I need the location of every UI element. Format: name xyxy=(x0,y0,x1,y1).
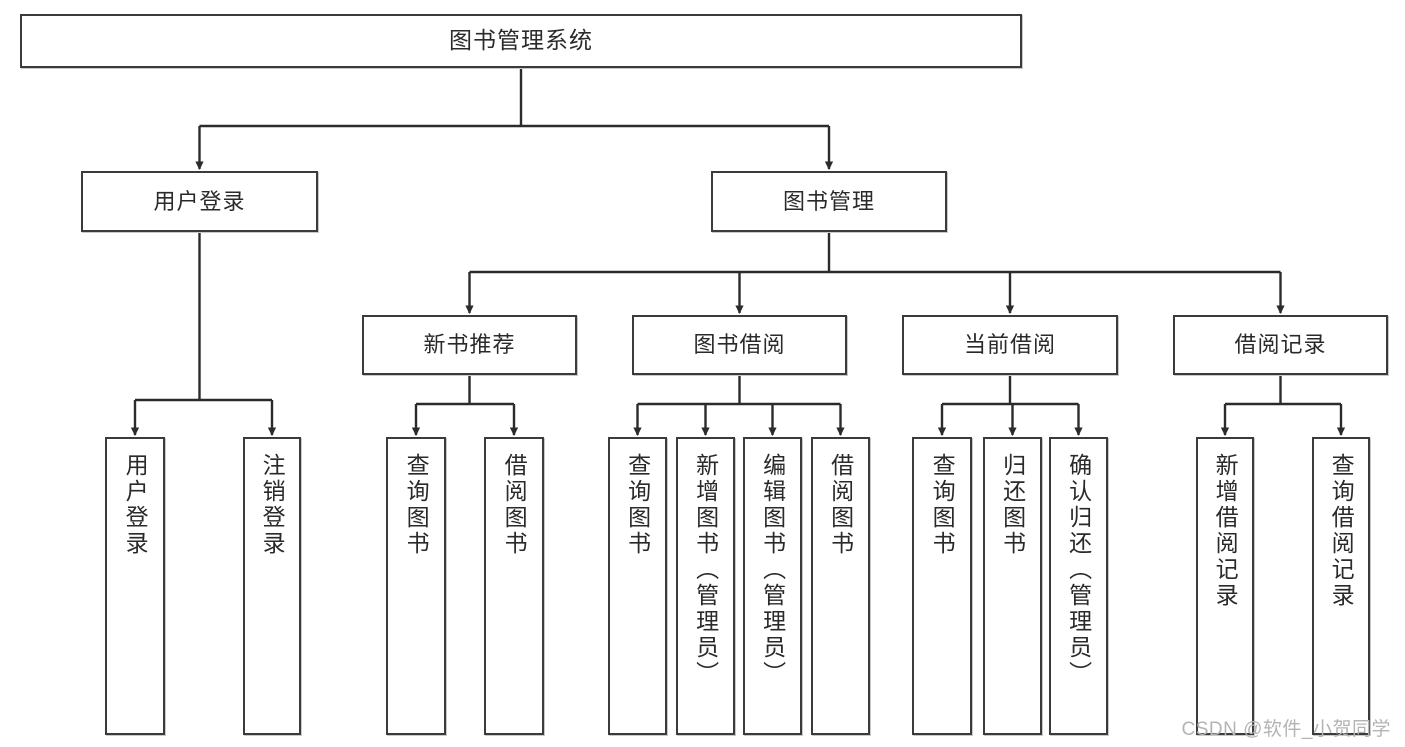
watermark-text: CSDN @软件_小贺同学 xyxy=(1181,719,1391,740)
node-label: 图书管理 xyxy=(782,188,875,214)
node-book-borrow[interactable]: 图书借阅 xyxy=(632,315,847,375)
node-leaf-cb-query[interactable]: 查询图书 xyxy=(912,437,972,735)
node-label: 用户登录 xyxy=(153,188,246,214)
node-label: 注销登录 xyxy=(259,453,286,557)
node-label: 当前借阅 xyxy=(963,332,1056,358)
node-label: 图书借阅 xyxy=(693,332,786,358)
node-leaf-bb-borrow[interactable]: 借阅图书 xyxy=(811,437,870,735)
node-label: 归还图书 xyxy=(999,453,1026,557)
node-leaf-bb-add[interactable]: 新增图书（管理员） xyxy=(676,437,735,735)
node-label: 借阅图书 xyxy=(501,453,528,557)
node-label: 图书管理系统 xyxy=(449,27,593,54)
node-label: 新增图书（管理员） xyxy=(692,453,719,687)
node-new-book-rec[interactable]: 新书推荐 xyxy=(362,315,577,375)
node-label: 查询图书 xyxy=(929,453,956,557)
node-leaf-cb-confirm[interactable]: 确认归还（管理员） xyxy=(1049,437,1108,735)
node-label: 查询借阅记录 xyxy=(1328,453,1355,609)
node-label: 用户登录 xyxy=(122,453,149,557)
node-borrow-record[interactable]: 借阅记录 xyxy=(1173,315,1388,375)
connector-edges xyxy=(130,68,1346,437)
node-label: 新增借阅记录 xyxy=(1212,453,1239,609)
node-leaf-bb-edit[interactable]: 编辑图书（管理员） xyxy=(743,437,802,735)
node-user-login[interactable]: 用户登录 xyxy=(81,171,318,232)
node-label: 借阅记录 xyxy=(1234,332,1327,358)
node-leaf-user-login[interactable]: 用户登录 xyxy=(105,437,165,735)
node-label: 编辑图书（管理员） xyxy=(759,453,786,687)
node-current-borrow[interactable]: 当前借阅 xyxy=(902,315,1118,375)
node-leaf-cb-return[interactable]: 归还图书 xyxy=(983,437,1042,735)
node-book-manage[interactable]: 图书管理 xyxy=(711,171,947,232)
node-label: 新书推荐 xyxy=(423,332,516,358)
node-leaf-br-query[interactable]: 查询借阅记录 xyxy=(1312,437,1370,735)
node-label: 查询图书 xyxy=(403,453,430,557)
node-leaf-rec-query[interactable]: 查询图书 xyxy=(386,437,446,735)
node-leaf-bb-query[interactable]: 查询图书 xyxy=(608,437,667,735)
node-leaf-rec-borrow[interactable]: 借阅图书 xyxy=(484,437,544,735)
node-leaf-logout[interactable]: 注销登录 xyxy=(243,437,301,735)
node-label: 借阅图书 xyxy=(827,453,854,557)
node-root[interactable]: 图书管理系统 xyxy=(20,14,1022,68)
node-label: 确认归还（管理员） xyxy=(1065,453,1092,687)
node-leaf-br-add[interactable]: 新增借阅记录 xyxy=(1196,437,1254,735)
node-label: 查询图书 xyxy=(624,453,651,557)
